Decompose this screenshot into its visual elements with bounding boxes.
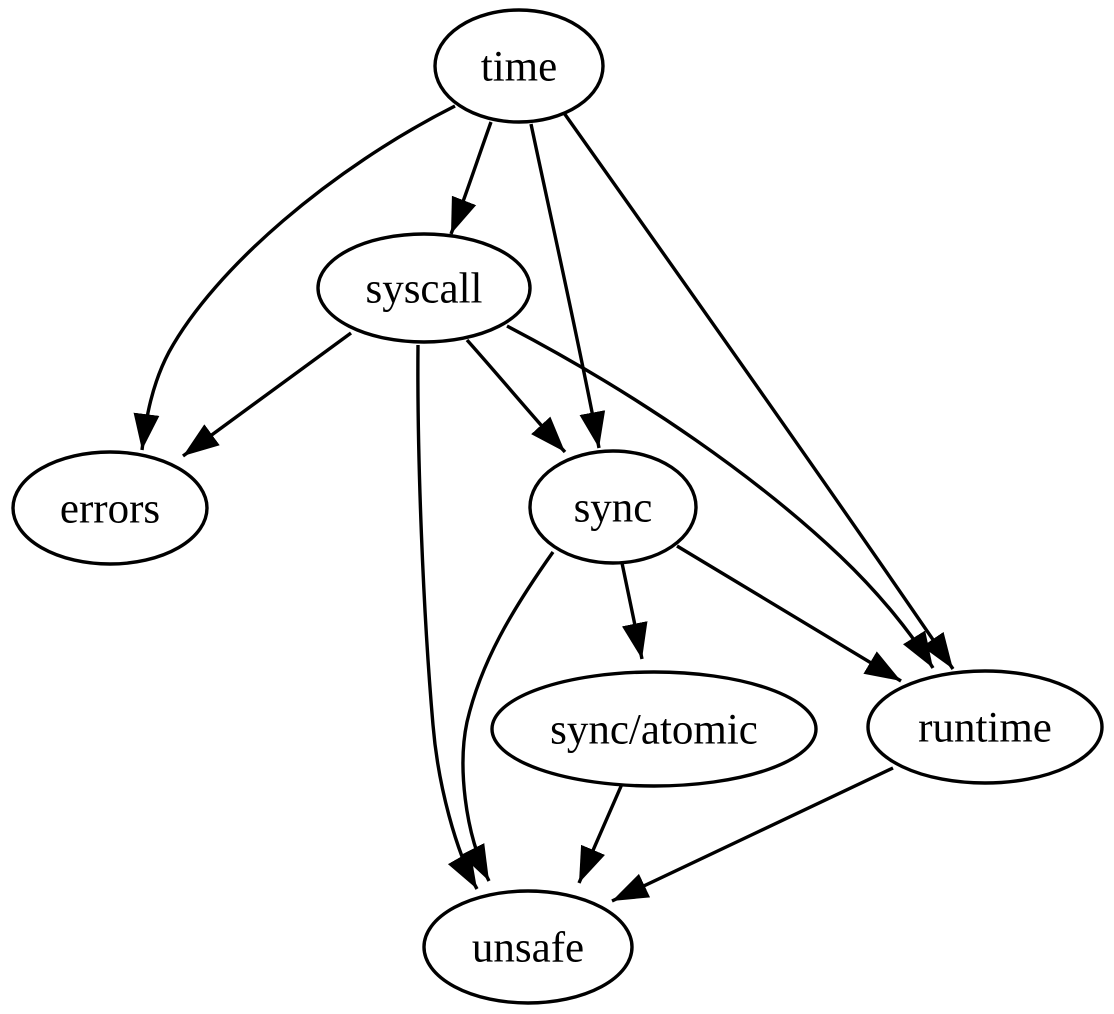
edge-time-errors [133, 104, 456, 451]
graph-node-errors: errors [11, 450, 209, 566]
edge-sync-unsafe [461, 551, 555, 882]
edge-sync-sync_atomic [620, 562, 648, 660]
edge-sync_atomic-unsafe [577, 783, 624, 884]
node-label-sync_atomic: sync/atomic [550, 707, 758, 754]
node-ellipse-syscall [316, 232, 532, 344]
graph-node-syscall: syscall [316, 232, 532, 344]
node-ellipse-runtime [866, 669, 1104, 785]
graph-node-runtime: runtime [866, 669, 1104, 785]
node-ellipse-errors [11, 450, 209, 566]
node-label-time: time [481, 44, 557, 91]
node-ellipse-sync [528, 449, 698, 565]
node-label-syscall: syscall [365, 266, 482, 313]
edge-syscall-unsafe [416, 344, 479, 890]
edge-time-sync [529, 123, 606, 449]
graph-node-sync: sync [528, 449, 698, 565]
node-ellipse-time [433, 8, 605, 124]
graph-node-time: time [433, 8, 605, 124]
graph-node-sync_atomic: sync/atomic [490, 670, 818, 788]
node-ellipse-unsafe [422, 889, 634, 1005]
node-label-unsafe: unsafe [472, 925, 584, 972]
edge-time-runtime [562, 112, 955, 670]
edge-syscall-runtime [506, 324, 935, 669]
node-label-runtime: runtime [918, 705, 1052, 752]
edge-syscall-errors [181, 331, 353, 458]
node-label-errors: errors [60, 486, 160, 533]
edge-runtime-unsafe [611, 766, 894, 903]
graph-node-unsafe: unsafe [422, 889, 634, 1005]
node-ellipse-sync_atomic [490, 670, 818, 788]
edge-syscall-sync [465, 338, 567, 454]
edge-sync-runtime [676, 544, 902, 683]
node-label-sync: sync [574, 485, 653, 532]
nodes-layer: time syscall errors sync sync/atomic runtime u… [11, 8, 1104, 1005]
edge-time-syscall [449, 121, 493, 235]
edges-layer [133, 104, 955, 903]
